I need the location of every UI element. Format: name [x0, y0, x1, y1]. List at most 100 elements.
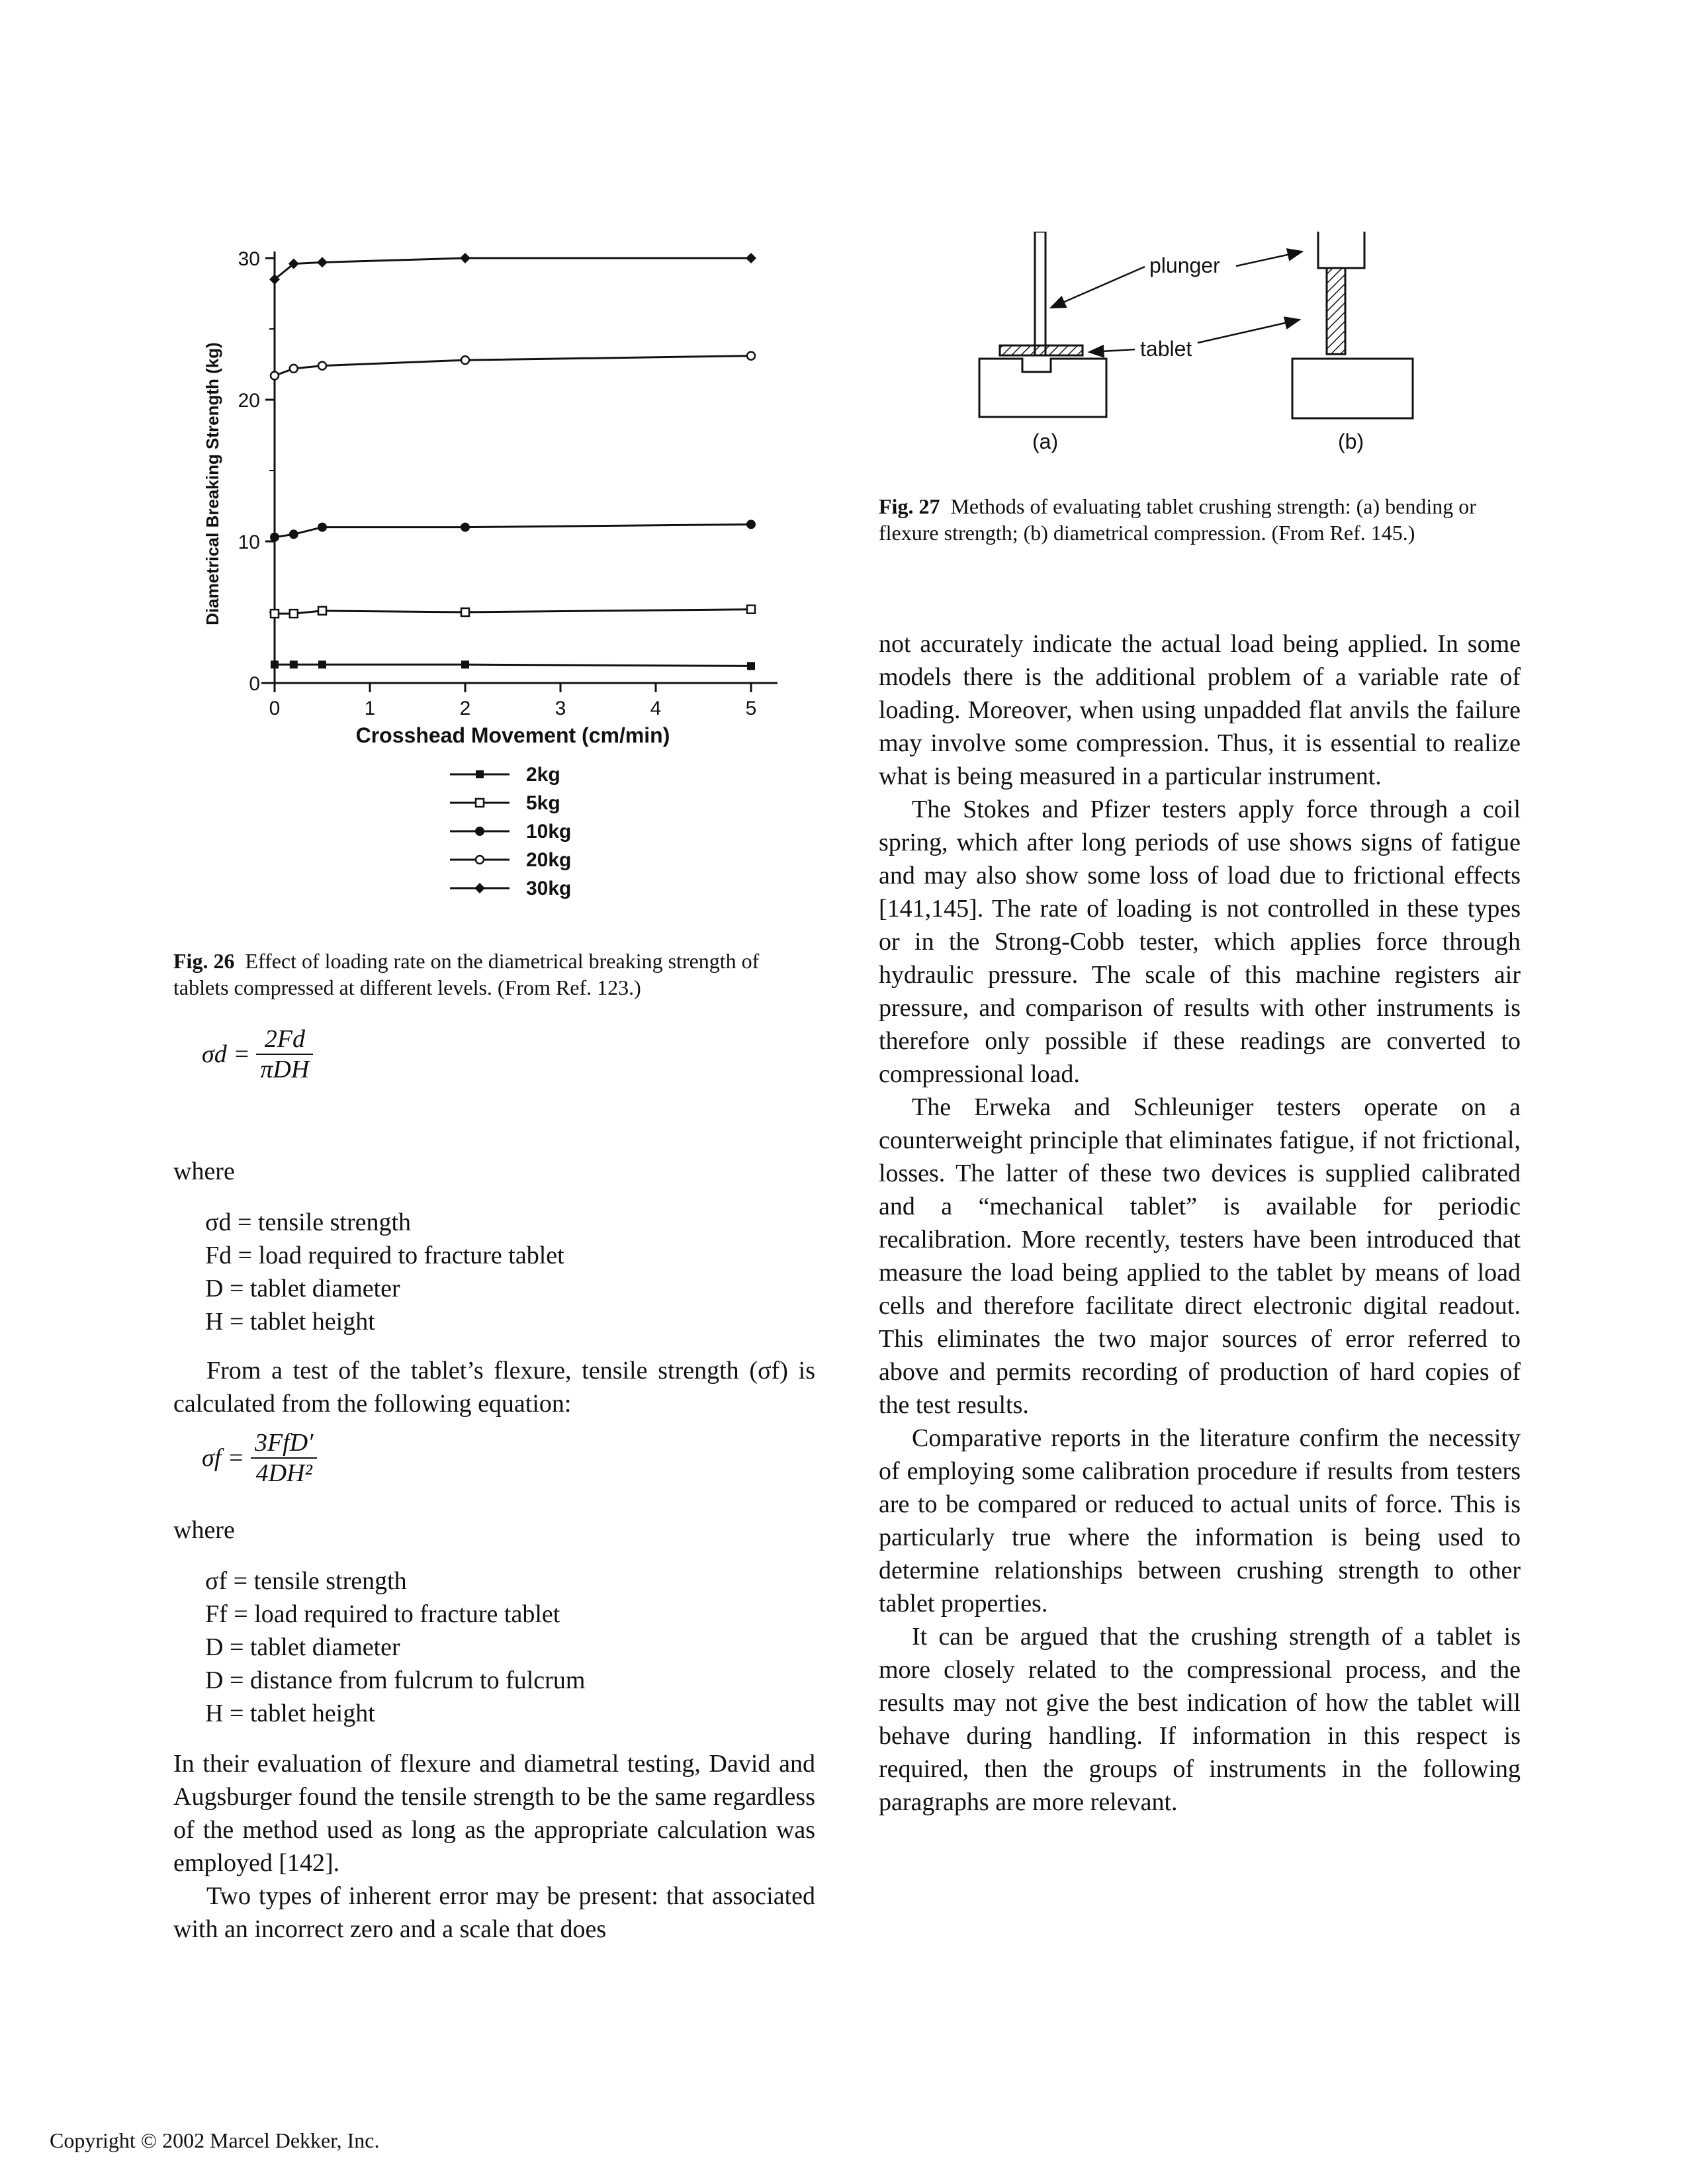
- x-tick-label: 4: [650, 698, 662, 719]
- paragraph: It can be argued that the crushing stren…: [879, 1623, 1521, 1816]
- paragraph: not accurately indicate the actual load …: [879, 630, 1521, 790]
- diagram-a-tablet: [999, 344, 1084, 357]
- variable-def: D = tablet diameter: [205, 1633, 400, 1661]
- fig27-caption-label: Fig. 27: [879, 494, 940, 518]
- variable-def: Fd = load required to fracture tablet: [205, 1242, 564, 1269]
- marker-filled-circle: [475, 827, 484, 836]
- diagram-b-anvil: [1291, 357, 1414, 420]
- variable-def: σf = tensile strength: [205, 1567, 407, 1595]
- marker-open-circle: [460, 355, 470, 365]
- variable-def: Ff = load required to fracture tablet: [205, 1600, 560, 1628]
- variable-def: σd = tensile strength: [205, 1208, 412, 1236]
- y-tick-label: 0: [249, 673, 260, 695]
- legend-label: 2kg: [526, 764, 560, 786]
- marker-filled-square: [476, 770, 484, 778]
- equation-1-numerator: 2Fd: [256, 1024, 314, 1055]
- paragraph: Two types of inherent error may be prese…: [173, 1882, 815, 1943]
- variable-def: D = tablet diameter: [205, 1275, 400, 1302]
- marker-filled-circle: [746, 520, 756, 529]
- x-tick-label: 2: [460, 698, 471, 719]
- fig27-caption: Fig. 27 Methods of evaluating tablet cru…: [879, 493, 1514, 546]
- plunger-arrow-left: [1049, 265, 1145, 309]
- marker-filled-diamond: [269, 274, 280, 285]
- x-axis-label: Crosshead Movement (cm/min): [356, 723, 670, 747]
- marker-filled-square: [289, 660, 298, 669]
- diagram-b: [1291, 232, 1414, 420]
- diagram-b-plunger: [1317, 232, 1366, 269]
- equation-2-numerator: 3FfD′: [250, 1428, 318, 1459]
- equation-2-denominator: 4DH²: [255, 1459, 312, 1487]
- marker-open-square: [269, 608, 280, 619]
- equation-1-fraction: 2Fd πDH: [256, 1024, 314, 1084]
- y-tick-label: 20: [238, 390, 260, 412]
- fig26-caption: Fig. 26 Effect of loading rate on the di…: [173, 948, 802, 1001]
- equation-2-fraction: 3FfD′ 4DH²: [250, 1428, 318, 1488]
- where-1: where: [173, 1158, 235, 1185]
- equation-1-denominator: πDH: [260, 1056, 310, 1083]
- paragraph: Comparative reports in the literature co…: [879, 1424, 1521, 1617]
- marker-filled-diamond: [460, 253, 470, 263]
- fig26-caption-label: Fig. 26: [173, 949, 235, 973]
- marker-open-square: [746, 604, 756, 614]
- series-line-5kg: [275, 608, 752, 615]
- flexure-paragraph: From a test of the tablet’s flexure, ten…: [173, 1354, 815, 1420]
- diagram-b-label: (b): [1338, 430, 1364, 453]
- plunger-label: plunger: [1149, 253, 1220, 277]
- series-line-2kg: [275, 663, 752, 667]
- marker-filled-diamond: [474, 883, 485, 893]
- tablet-label: tablet: [1140, 337, 1192, 361]
- right-body-text: not accurately indicate the actual load …: [879, 627, 1521, 1819]
- marker-open-square: [460, 607, 470, 617]
- equation-1: σd = 2Fd πDH: [202, 1024, 314, 1084]
- legend-label: 5kg: [526, 792, 560, 814]
- where-2: where: [173, 1516, 235, 1544]
- variable-list-1: σd = tensile strength Fd = load required…: [205, 1206, 564, 1338]
- marker-open-circle: [474, 854, 485, 865]
- marker-filled-square: [271, 660, 279, 669]
- marker-filled-circle: [318, 522, 327, 532]
- equation-2: σf = 3FfD′ 4DH²: [202, 1428, 318, 1488]
- marker-filled-diamond: [746, 253, 756, 263]
- marker-open-circle: [289, 363, 299, 374]
- fig27-caption-text: Methods of evaluating tablet crushing st…: [879, 494, 1476, 545]
- series-line-30kg: [274, 257, 751, 281]
- paragraph: In their evaluation of flexure and diame…: [173, 1750, 815, 1877]
- marker-filled-square: [461, 660, 469, 669]
- marker-filled-square: [318, 660, 326, 669]
- marker-filled-circle: [270, 532, 279, 542]
- equation-1-lhs: σd =: [202, 1040, 250, 1068]
- marker-open-circle: [746, 351, 756, 361]
- series-line-10kg: [274, 523, 752, 539]
- paragraph: The Erweka and Schleuniger testers opera…: [879, 1093, 1521, 1419]
- diagram-a-plunger: [1034, 232, 1047, 357]
- marker-filled-diamond: [317, 257, 328, 268]
- x-tick-label: 1: [365, 698, 376, 719]
- marker-open-square: [289, 608, 299, 619]
- x-tick-label: 3: [555, 698, 566, 719]
- marker-filled-circle: [461, 522, 470, 532]
- marker-open-circle: [269, 371, 280, 381]
- y-axis-label: Diametrical Breaking Strength (kg): [202, 342, 222, 625]
- marker-open-square: [317, 606, 328, 616]
- variable-def: H = tablet height: [205, 1700, 375, 1727]
- marker-filled-diamond: [288, 258, 299, 269]
- marker-open-square: [474, 797, 485, 808]
- left-body-text: In their evaluation of flexure and diame…: [173, 1747, 815, 1946]
- diagram-a-label: (a): [1032, 430, 1058, 453]
- marker-filled-circle: [289, 529, 298, 539]
- diagram-a-base: [978, 357, 1108, 418]
- y-tick-label: 30: [238, 248, 260, 270]
- variable-def: D = distance from fulcrum to fulcrum: [205, 1666, 586, 1694]
- fig26-caption-text: Effect of loading rate on the diametrica…: [173, 949, 760, 999]
- variable-list-2: σf = tensile strength Ff = load required…: [205, 1565, 585, 1730]
- legend-label: 10kg: [526, 821, 571, 842]
- diagram-a: [978, 232, 1108, 418]
- paragraph: From a test of the tablet’s flexure, ten…: [173, 1357, 815, 1418]
- chart-marks: [269, 253, 756, 670]
- tablet-arrow-right: [1197, 316, 1302, 344]
- fig27-diagram: plunger tablet (a) (b): [978, 232, 1414, 453]
- x-tick-label: 0: [269, 698, 281, 719]
